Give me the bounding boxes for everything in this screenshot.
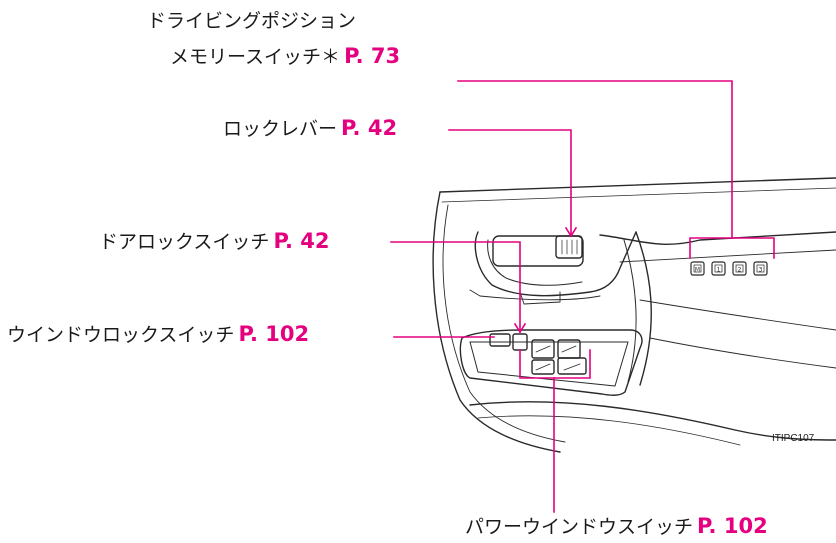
window-switch-3 [531, 359, 555, 375]
switch-panel [459, 329, 643, 397]
door-pull-inner [487, 239, 583, 286]
window-switch-4 [557, 357, 587, 375]
leader-lock-lever [448, 129, 572, 237]
callout-memory-switch-ref: P. 73 [344, 44, 401, 68]
armrest-contour-4 [649, 337, 836, 369]
callout-memory-switch-line2: メモリースイッチ＊P. 73 [170, 44, 400, 69]
lock-lever [555, 235, 583, 259]
callout-lock-lever-label: ロックレバー [223, 118, 338, 140]
callout-window-lock-switch-ref: P. 102 [238, 322, 310, 346]
arrow-lock-lever [564, 226, 578, 238]
door-pull-side [635, 231, 652, 386]
window-lock-switch-shape [489, 333, 511, 347]
callout-door-lock-switch-ref: P. 42 [273, 229, 330, 253]
memory-switch-group: M 1 2 3 [690, 261, 768, 276]
handle-recess [492, 235, 584, 267]
leader-door-lock-switch [390, 241, 521, 333]
callout-lock-lever-ref: P. 42 [341, 116, 398, 140]
callout-door-lock-switch-label: ドアロックスイッチ [99, 231, 270, 253]
door-pocket [469, 289, 601, 301]
callout-memory-switch-line1: ドライビングポジション [147, 10, 357, 32]
memory-button-label-1: M [695, 267, 700, 274]
armrest-contour-3 [639, 299, 836, 331]
figure-code: ITIPC107 [772, 433, 815, 444]
window-switch-1 [531, 339, 555, 359]
memory-button-label-4: 3 [759, 267, 763, 274]
switch-panel-inner [469, 341, 629, 387]
arrow-door-lock-switch [513, 322, 527, 334]
callout-power-window-switch-ref: P. 102 [697, 514, 768, 538]
memory-button-face-3 [735, 264, 744, 273]
memory-button-face-1 [693, 264, 702, 273]
door-trim-top-inner [441, 187, 836, 203]
bracket-power-window-switch [519, 349, 591, 379]
door-lower-curve-2 [477, 415, 741, 446]
door-lower-curve [469, 401, 836, 441]
memory-button-face-4 [756, 264, 765, 273]
armrest-contour-2 [619, 249, 836, 263]
door-pull-side-inner [623, 239, 637, 383]
door-pull-outer [474, 231, 637, 297]
memory-button-label-3: 2 [738, 267, 742, 274]
bracket-memory-switch [689, 237, 775, 259]
door-trim-top [439, 177, 836, 193]
leader-memory-switch [457, 80, 733, 238]
callout-power-window-switch-label: パワーウインドウスイッチ [465, 516, 694, 538]
door-front-edge-inner [442, 204, 566, 443]
callout-memory-switch-label: メモリースイッチ＊ [170, 46, 341, 68]
armrest-contour [599, 231, 836, 245]
callout-window-lock-switch-label: ウインドウロックスイッチ [7, 324, 235, 346]
door-front-edge [432, 191, 561, 453]
memory-button-label-2: 1 [717, 267, 721, 274]
memory-button-face-2 [714, 264, 723, 273]
